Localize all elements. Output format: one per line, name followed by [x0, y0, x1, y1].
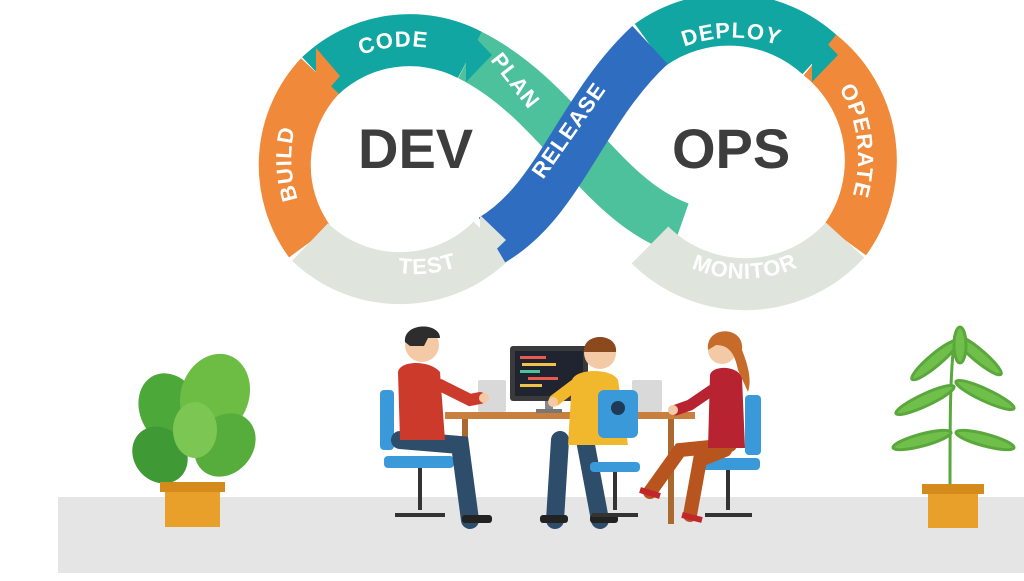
- arrow-notch: [812, 28, 838, 82]
- build-segment: [258, 58, 340, 258]
- monitor-segment: [631, 221, 865, 311]
- code-segment: [302, 14, 483, 96]
- operate-segment: [803, 34, 897, 256]
- arrow-notch: [316, 48, 340, 104]
- arrow-notch: [466, 28, 492, 82]
- test-segment: [292, 221, 511, 305]
- laptop-left: [478, 380, 506, 412]
- palm-pot: [922, 484, 984, 528]
- monstera-plant: [132, 353, 256, 527]
- ops-label: OPS: [672, 117, 790, 180]
- developer-yellow-shirt: [540, 337, 640, 529]
- deploy-segment: [634, 0, 838, 75]
- build-label: BUILD: [271, 124, 302, 204]
- palm-plant: [891, 325, 1016, 486]
- laptop-right: [632, 380, 662, 412]
- devops-infinity-loop: [258, 0, 897, 311]
- developer-red-jacket: [639, 331, 761, 523]
- dev-label: DEV: [358, 117, 473, 180]
- developer-red-shirt: [380, 326, 492, 529]
- release-segment: [477, 25, 669, 263]
- arrow-notch: [480, 215, 506, 265]
